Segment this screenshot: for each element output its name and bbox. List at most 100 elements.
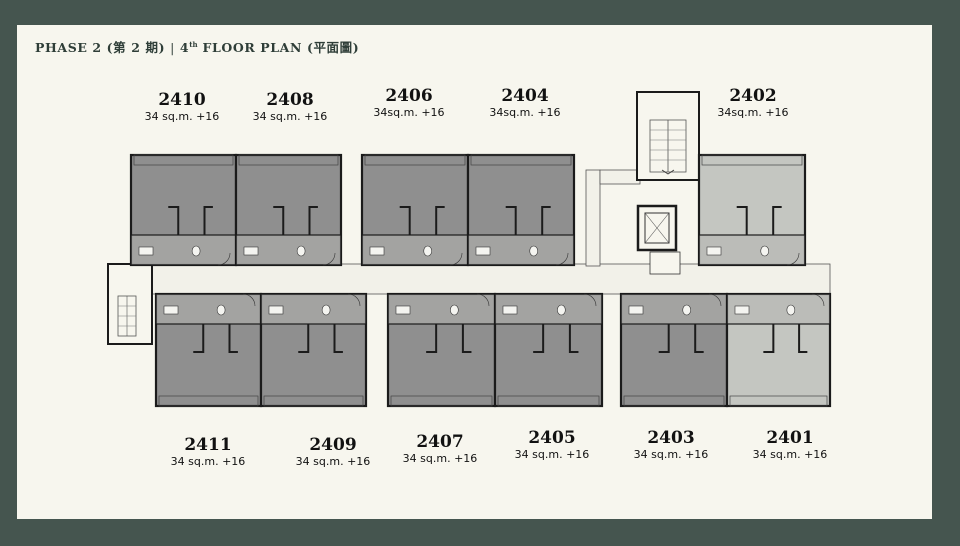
washbasin [268, 305, 284, 315]
unit-2410 [129, 153, 238, 267]
balcony [390, 395, 493, 407]
toilet [760, 245, 770, 257]
partition-wall [658, 324, 704, 353]
unit-number: 2406 [385, 86, 433, 106]
entry-door [476, 293, 490, 307]
partition-wall [399, 206, 445, 235]
washbasin [138, 246, 154, 256]
balcony [497, 395, 600, 407]
partition-wall [533, 324, 579, 353]
partition-wall [298, 324, 343, 353]
partition-wall [763, 324, 808, 353]
unit-2408 [234, 153, 343, 267]
unit-number: 2410 [158, 90, 206, 110]
entry-door [322, 252, 336, 266]
balcony [623, 395, 725, 407]
phase-label: PHASE 2 (第 2 期) [35, 40, 166, 55]
unit-number: 2403 [647, 428, 695, 448]
washbasin [706, 246, 722, 256]
unit-area: 34 sq.m. +16 [752, 448, 828, 461]
connector-corridor [585, 169, 601, 267]
entry-door [449, 252, 463, 266]
unit-area: 34sq.m. +16 [717, 106, 789, 119]
partition-wall [426, 324, 472, 353]
west-stair [107, 263, 153, 345]
unit-area: 34sq.m. +16 [373, 106, 445, 119]
title-separator: | [170, 40, 175, 55]
balcony [158, 395, 259, 407]
washbasin [395, 305, 411, 315]
service-zone [387, 293, 496, 325]
washbasin [734, 305, 750, 315]
entry-door [555, 252, 569, 266]
entry-door [786, 252, 800, 266]
unit-2405 [493, 292, 604, 408]
toilet [423, 245, 433, 257]
unit-number: 2411 [184, 435, 232, 455]
toilet [557, 304, 566, 316]
washbasin [502, 305, 518, 315]
entry-door [242, 293, 256, 307]
unit-number: 2404 [501, 86, 549, 106]
unit-area: 34 sq.m. +16 [514, 448, 590, 461]
toilet [216, 304, 226, 316]
toilet [296, 245, 306, 257]
toilet [529, 245, 539, 257]
washbasin [243, 246, 259, 256]
entry-door [708, 293, 722, 307]
unit-2409 [259, 292, 368, 408]
unit-2404 [466, 153, 576, 267]
unit-area: 34 sq.m. +16 [252, 110, 328, 123]
unit-area: 34 sq.m. +16 [633, 448, 709, 461]
partition-wall [193, 324, 238, 353]
unit-area: 34 sq.m. +16 [170, 455, 246, 468]
unit-number: 2409 [309, 435, 357, 455]
balcony [364, 154, 466, 166]
washbasin [369, 246, 385, 256]
unit-number: 2402 [729, 86, 777, 106]
balcony [470, 154, 572, 166]
entry-door [811, 293, 825, 307]
unit-2403 [619, 292, 729, 408]
service-zone [361, 234, 469, 266]
entry-door [583, 293, 597, 307]
unit-number: 2408 [266, 90, 314, 110]
washbasin [628, 305, 644, 315]
entry-door [347, 293, 361, 307]
unit-number: 2407 [416, 432, 464, 452]
entry-door [217, 252, 231, 266]
unit-2402 [697, 153, 807, 267]
lift-core [636, 204, 681, 275]
balcony [701, 154, 803, 166]
toilet [450, 304, 459, 316]
unit-area: 34 sq.m. +16 [144, 110, 220, 123]
balcony [238, 154, 339, 166]
toilet [321, 304, 331, 316]
unit-number: 2405 [528, 428, 576, 448]
toilet [682, 304, 692, 316]
floor-ordinal: th [189, 39, 198, 49]
page-title: PHASE 2 (第 2 期)|4th FLOOR PLAN (平面圖) [35, 37, 359, 56]
unit-area: 34 sq.m. +16 [295, 455, 371, 468]
washbasin [475, 246, 491, 256]
unit-2406 [360, 153, 470, 267]
partition-wall [736, 206, 782, 235]
balcony [729, 395, 828, 407]
north-stair [636, 91, 700, 181]
unit-2411 [154, 292, 263, 408]
main-corridor [107, 263, 831, 295]
unit-area: 34 sq.m. +16 [402, 452, 478, 465]
unit-2407 [386, 292, 497, 408]
unit-2401 [725, 292, 832, 408]
